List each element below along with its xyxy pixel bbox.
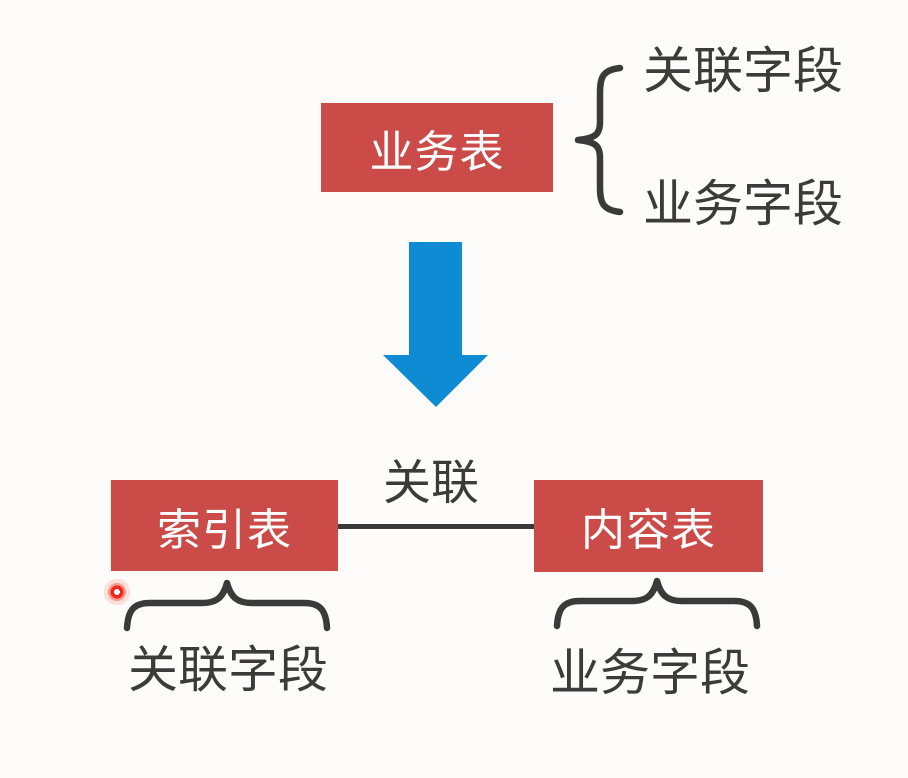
connector-line: [338, 524, 534, 529]
connector-label: 关联: [382, 457, 479, 510]
content-table-label: 内容表: [581, 506, 716, 555]
right-brace-label: 业务字段: [550, 645, 750, 701]
left-brace-label: 关联字段: [128, 642, 328, 698]
index-table-box: 索引表: [111, 480, 338, 571]
laser-pointer-dot: [103, 578, 131, 606]
business-table-label: 业务表: [369, 127, 505, 177]
top-brace-item-business-field: 业务字段: [643, 176, 843, 232]
business-table-box: 业务表: [321, 103, 553, 192]
index-table-label: 索引表: [157, 505, 292, 555]
underbrace-left-icon: [123, 579, 331, 632]
curly-brace-icon: [574, 64, 624, 216]
content-table-box: 内容表: [534, 480, 763, 572]
top-brace-item-association-field: 关联字段: [643, 43, 843, 99]
underbrace-right-icon: [553, 577, 761, 630]
down-arrow-icon: [383, 242, 488, 407]
